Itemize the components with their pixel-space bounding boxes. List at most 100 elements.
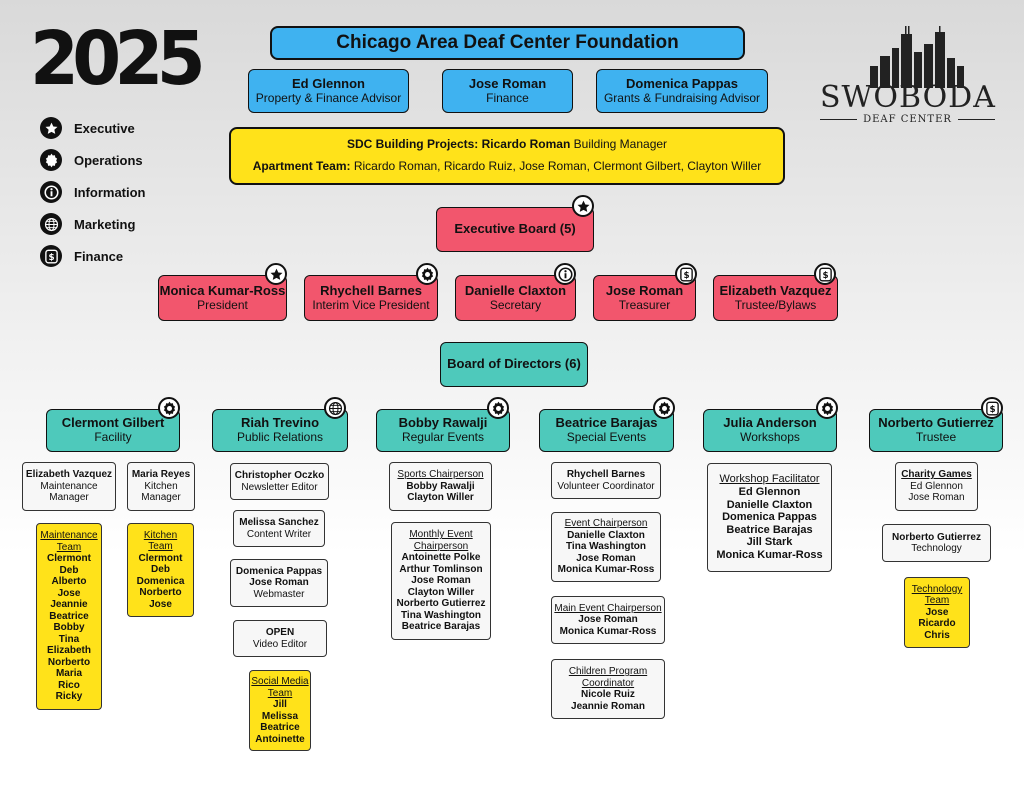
list-item: Jeannie Roman <box>571 700 645 712</box>
gear-icon <box>487 397 509 419</box>
list-item: Beatrice <box>49 610 89 622</box>
skyline-icon <box>870 26 964 88</box>
list-item: Danielle Claxton <box>726 498 813 511</box>
logo-sub: DEAF CENTER <box>820 114 996 125</box>
list-item: Clayton Willer <box>407 492 474 504</box>
info-icon <box>554 263 576 285</box>
list-item: Melissa <box>261 710 299 722</box>
maintenance-manager-card: Elizabeth Vazquez Maintenance Manager <box>22 462 116 511</box>
list-item: Norberto Gutierrez <box>396 598 486 610</box>
officer-card: Danielle Claxton Secretary <box>455 275 576 321</box>
dollar-icon <box>981 397 1003 419</box>
director-card: Norberto Gutierrez Trustee <box>869 409 1003 452</box>
list-item: Jose Roman <box>576 552 636 564</box>
webmaster-card: Domenica Pappas Jose Roman Webmaster <box>230 559 328 607</box>
list-item: Ricardo <box>918 618 956 630</box>
list-item: Jill <box>273 699 287 710</box>
list-item: Domenica Pappas <box>722 511 817 524</box>
list-item: Arthur Tomlinson <box>399 563 483 575</box>
volunteer-coordinator-card: Rhychell Barnes Volunteer Coordinator <box>551 462 661 499</box>
gear-icon <box>816 397 838 419</box>
officer-card: Monica Kumar-Ross President <box>158 275 287 321</box>
star-icon <box>572 195 594 217</box>
page-title: Chicago Area Deaf Center Foundation <box>270 26 745 60</box>
list-item: Rico <box>58 679 80 691</box>
legend-information: Information <box>40 181 146 203</box>
list-item: Norberto <box>47 656 91 668</box>
list-item: Deb <box>59 564 79 576</box>
list-item: Beatrice Barajas <box>401 621 481 633</box>
list-item: Ricky <box>55 691 83 703</box>
logo-name: SWOBODA <box>820 80 996 115</box>
list-item: Antoinette Polke <box>401 552 481 564</box>
advisor-card: Jose Roman Finance <box>442 69 573 113</box>
kitchen-manager-card: Maria Reyes Kitchen Manager <box>127 462 195 511</box>
list-item: Nicole Ruiz <box>581 689 635 700</box>
year-title: 2025 <box>30 16 206 102</box>
gear-icon <box>416 263 438 285</box>
legend-executive: Executive <box>40 117 135 139</box>
list-item: Monica Kumar-Ross <box>716 549 823 562</box>
star-icon <box>265 263 287 285</box>
director-card: Bobby Rawalji Regular Events <box>376 409 510 452</box>
list-item: Jose Roman <box>908 492 965 504</box>
list-item: Jose Roman <box>578 614 638 626</box>
list-item: Antoinette <box>255 733 305 745</box>
legend-operations: Operations <box>40 149 143 171</box>
advisor-card: Domenica Pappas Grants & Fundraising Adv… <box>596 69 768 113</box>
list-item: Clermont <box>47 553 91 565</box>
list-item: Danielle Claxton <box>567 529 645 541</box>
board-of-directors-card: Board of Directors (6) <box>440 342 588 387</box>
children-program-card: Children Program Coordinator Nicole Ruiz… <box>551 659 665 719</box>
list-item: Tina <box>58 633 80 645</box>
projects-banner: SDC Building Projects: Ricardo Roman Bui… <box>229 127 785 185</box>
director-card: Julia Anderson Workshops <box>703 409 837 452</box>
list-item: Jose <box>57 587 81 599</box>
gear-icon <box>40 149 62 171</box>
list-item: Tina Washington <box>566 541 646 553</box>
star-icon <box>40 117 62 139</box>
list-item: Norberto <box>139 587 182 599</box>
officer-card: Elizabeth Vazquez Trustee/Bylaws <box>713 275 838 321</box>
legend-marketing: Marketing <box>40 213 135 235</box>
list-item: Clayton Willer <box>407 586 475 598</box>
list-item: Monica Kumar-Ross <box>557 564 655 576</box>
dollar-icon <box>814 263 836 285</box>
technology-card: Norberto Gutierrez Technology <box>882 524 991 562</box>
dollar-icon <box>675 263 697 285</box>
video-editor-card: OPEN Video Editor <box>233 620 327 657</box>
globe-icon <box>324 397 346 419</box>
list-item: Jose Roman <box>411 575 471 587</box>
content-writer-card: Melissa Sanchez Content Writer <box>233 510 325 547</box>
director-card: Riah Trevino Public Relations <box>212 409 348 452</box>
gear-icon <box>158 397 180 419</box>
swoboda-logo: SWOBODA DEAF CENTER <box>820 26 996 126</box>
list-item: Beatrice Barajas <box>726 523 813 536</box>
list-item: Ed Glennon <box>910 480 963 492</box>
list-item: Monica Kumar-Ross <box>559 625 657 637</box>
director-card: Clermont Gilbert Facility <box>46 409 180 452</box>
executive-board-card: Executive Board (5) <box>436 207 594 252</box>
newsletter-editor-card: Christopher Oczko Newsletter Editor <box>230 463 329 500</box>
advisor-card: Ed Glennon Property & Finance Advisor <box>248 69 409 113</box>
list-item: Jeannie <box>50 599 88 611</box>
legend-finance: Finance <box>40 245 123 267</box>
